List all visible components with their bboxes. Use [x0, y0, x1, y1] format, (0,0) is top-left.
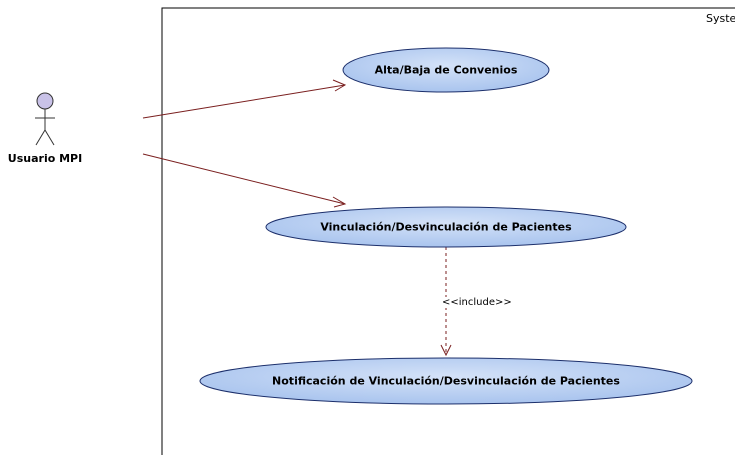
- arrowhead: [440, 344, 452, 357]
- use-case-alta-baja[interactable]: [342, 47, 550, 93]
- actor-head: [36, 92, 54, 110]
- include-label: <<include>>: [442, 297, 512, 308]
- system-label: System: [706, 12, 735, 25]
- association-alta-baja[interactable]: [142, 79, 347, 119]
- arrowhead: [332, 196, 347, 208]
- use-case-notificacion[interactable]: [199, 357, 693, 405]
- use-case-notificacion-label: Notificación de Vinculación/Desvinculaci…: [272, 374, 620, 388]
- actor-usuario-mpi[interactable]: [35, 92, 55, 146]
- arrowhead: [332, 79, 347, 92]
- use-case-vinculacion-label: Vinculación/Desvinculación de Pacientes: [320, 220, 572, 234]
- actor-label: Usuario MPI: [7, 152, 83, 165]
- system-boundary[interactable]: [161, 7, 735, 455]
- actor-left-leg: [35, 129, 46, 146]
- use-case-alta-baja-label: Alta/Baja de Convenios: [374, 63, 518, 77]
- use-case-vinculacion[interactable]: [265, 206, 627, 248]
- actor-right-leg: [44, 129, 55, 146]
- association-vinculacion[interactable]: [142, 153, 347, 208]
